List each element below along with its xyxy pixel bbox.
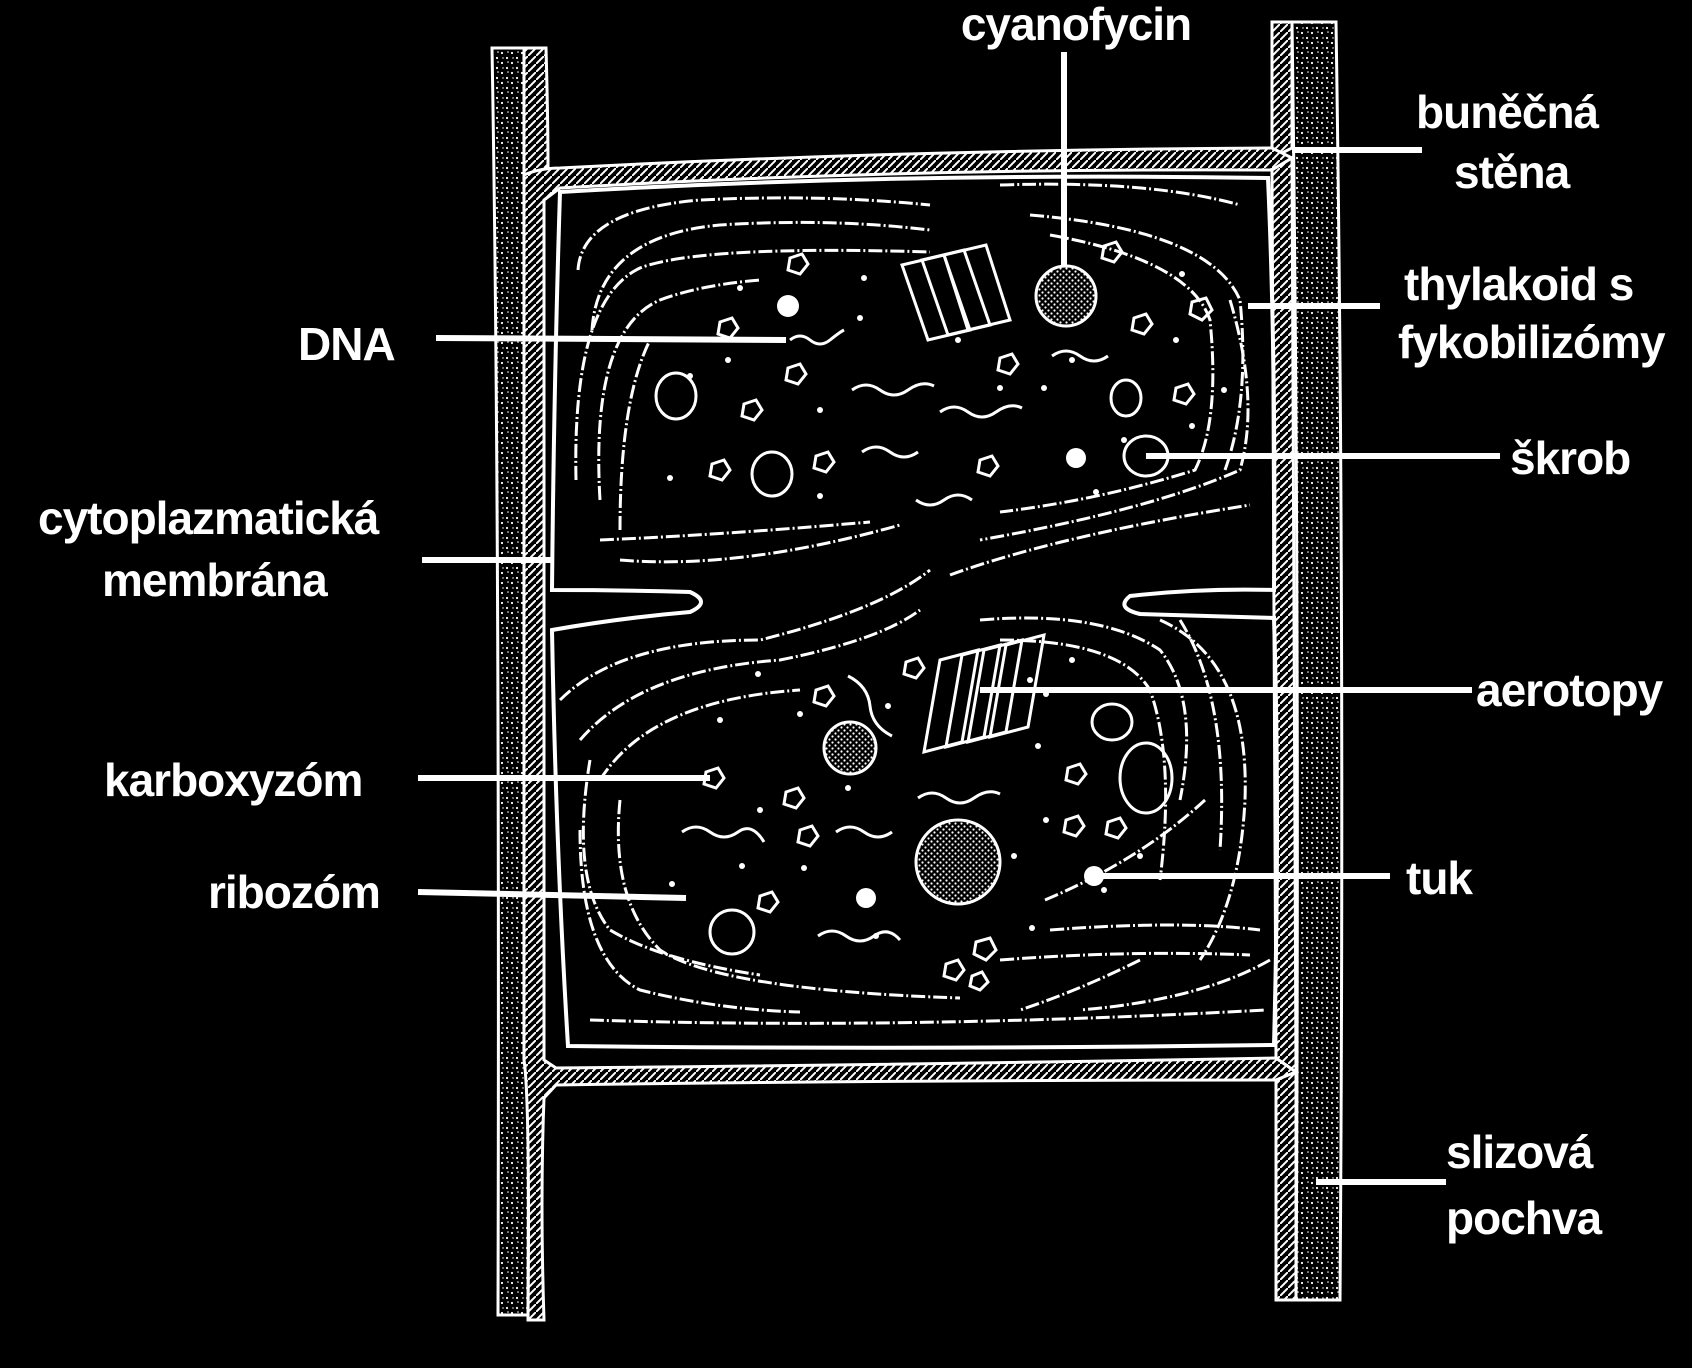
label-thylakoid-line2: fykobilizómy — [1398, 316, 1666, 368]
label-cytoplazmaticka-line1: cytoplazmatická — [38, 492, 380, 544]
label-dna: DNA — [298, 318, 395, 370]
carboxysomes — [702, 240, 1214, 992]
label-tuk: tuk — [1406, 852, 1473, 904]
label-ribozom: ribozóm — [208, 866, 380, 918]
labels: cyanofycin buněčná stěna thylakoid s fyk… — [38, 0, 1667, 1244]
thylakoids — [558, 182, 1271, 1025]
label-aerotopy: aerotopy — [1476, 664, 1664, 716]
label-cyanofycin: cyanofycin — [961, 0, 1191, 50]
lipid-droplets — [777, 295, 1104, 908]
cytoplasmic-membrane — [549, 174, 1279, 1050]
starch-grains — [654, 371, 1174, 956]
label-slizova-line2: pochva — [1446, 1192, 1602, 1244]
gas-vesicles — [900, 243, 1046, 755]
label-skrob: škrob — [1510, 432, 1630, 484]
leader-ribozom — [417, 889, 687, 901]
label-karboxyzom: karboxyzóm — [104, 754, 362, 806]
cyanophycin-granules — [822, 264, 1098, 906]
label-bunecna-stena-line2: stěna — [1454, 146, 1571, 198]
leader-lines — [417, 52, 1500, 1185]
mucilage-sheath — [490, 20, 1344, 1317]
cell-wall — [522, 20, 1300, 1322]
label-bunecna-stena-line1: buněčná — [1416, 86, 1600, 138]
label-cytoplazmaticka-line2: membrána — [102, 554, 328, 606]
label-thylakoid-line1: thylakoid s — [1404, 258, 1633, 310]
dna-strands — [681, 328, 1109, 943]
label-slizova-line1: slizová — [1446, 1126, 1594, 1178]
leader-dna — [435, 335, 787, 343]
